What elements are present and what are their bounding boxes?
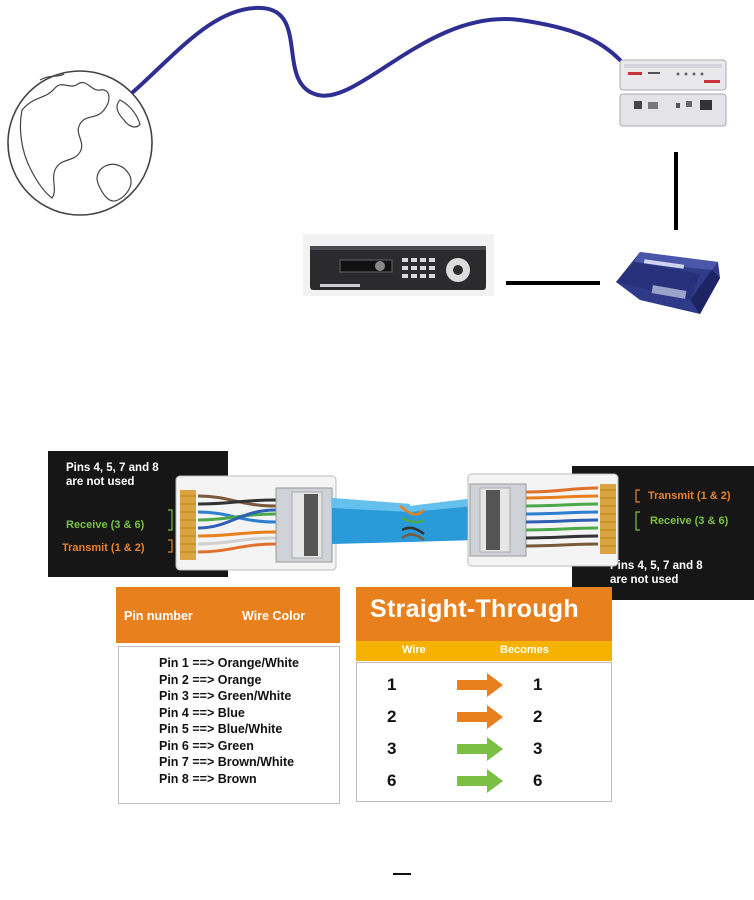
dvr-icon: [303, 234, 494, 296]
wire-number: 1: [387, 675, 397, 694]
wire-number: 3: [387, 739, 397, 758]
arrow-icon: [457, 705, 503, 729]
pin-row: Pin 3 ==> Green/White: [159, 689, 292, 703]
straight-through-header: Straight-Through: [356, 587, 612, 641]
left-unused-pins-line2: are not used: [66, 476, 135, 488]
right-receive-bracket: [635, 511, 640, 531]
straight-through-subheader: Wire Becomes: [356, 641, 612, 661]
left-receive-label: Receive (3 & 6): [66, 519, 145, 531]
right-receive-label: Receive (3 & 6): [650, 515, 729, 527]
rj45-cable-diagram: [168, 473, 640, 571]
straight-row: 6 6: [357, 767, 611, 797]
pin-number-header: Pin number: [124, 609, 193, 623]
becomes-number: 6: [533, 771, 543, 790]
becomes-number: 1: [533, 675, 543, 694]
right-unused-pins-line2: are not used: [610, 574, 679, 586]
becomes-number: 3: [533, 739, 543, 758]
pin-list: Pin 1 ==> Orange/White Pin 2 ==> Orange …: [159, 655, 299, 787]
left-receive-bracket: [168, 509, 173, 531]
straight-through-body: 1 1 2 2 3 3 6 6: [356, 662, 612, 802]
arrow-icon: [457, 673, 503, 697]
pin-row: Pin 7 ==> Brown/White: [159, 755, 295, 769]
pin-row: Pin 4 ==> Blue: [159, 705, 245, 720]
globe-icon: [7, 70, 153, 216]
pin-row: Pin 1 ==> Orange/White: [159, 656, 299, 670]
left-transmit-label: Transmit (1 & 2): [62, 542, 145, 554]
wire-column-header: Wire: [402, 644, 426, 656]
pin-row: Pin 5 ==> Blue/White: [159, 722, 283, 736]
pin-row: Pin 8 ==> Brown: [159, 771, 257, 786]
wire-number: 2: [387, 707, 397, 726]
router-icon: [616, 252, 720, 314]
pin-row: Pin 2 ==> Orange: [159, 672, 262, 687]
wire-number: 6: [387, 771, 397, 790]
network-diagram: [7, 5, 727, 314]
right-transmit-bracket: [635, 489, 640, 503]
right-unused-pins-line1: Pins 4, 5, 7 and 8: [610, 560, 703, 572]
wire-color-header: Wire Color: [242, 609, 306, 623]
right-transmit-label: Transmit (1 & 2): [648, 490, 731, 502]
left-unused-pins-line1: Pins 4, 5, 7 and 8: [66, 462, 159, 474]
arrow-icon: [457, 769, 503, 793]
ethernet-cable-body: [332, 498, 476, 544]
becomes-number: 2: [533, 707, 543, 726]
arrow-icon: [457, 737, 503, 761]
pin-table-body: Pin 1 ==> Orange/White Pin 2 ==> Orange …: [118, 646, 340, 804]
wan-cable: [131, 5, 622, 98]
pin-row: Pin 6 ==> Green: [159, 738, 254, 753]
left-transmit-bracket: [168, 539, 173, 553]
pin-table-header: Pin number Wire Color: [116, 587, 340, 643]
straight-row: 1 1: [357, 671, 611, 701]
straight-through-title: Straight-Through: [370, 595, 579, 623]
straight-row: 2 2: [357, 703, 611, 733]
page-mark: [393, 873, 411, 875]
modem-icon: [619, 59, 727, 127]
becomes-column-header: Becomes: [500, 644, 549, 656]
right-rj45-connector: [467, 473, 619, 567]
left-rj45-connector: [175, 475, 337, 571]
straight-row: 3 3: [357, 735, 611, 765]
